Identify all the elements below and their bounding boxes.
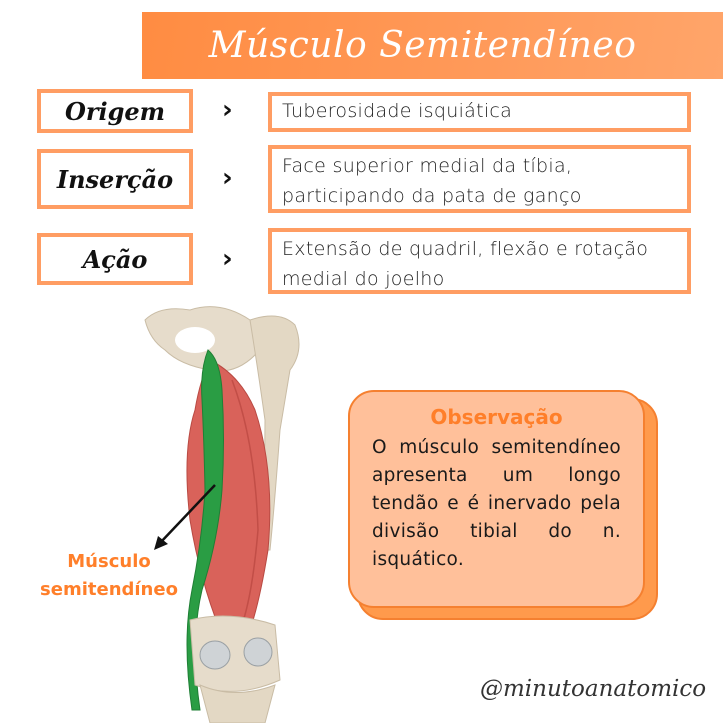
muscle-callout-label: Músculo semitendíneo (14, 548, 204, 604)
observation-card: Observação O músculo semitendíneo aprese… (348, 390, 645, 608)
chevron-right-icon: › (222, 244, 233, 274)
callout-line: Músculo (67, 551, 151, 572)
label-acao: Ação (37, 233, 193, 285)
value-line: Face superior medial da tíbia, (282, 155, 573, 177)
value-line: participando da pata de ganço (282, 185, 582, 207)
chevron-right-icon: › (222, 95, 233, 125)
label-text: Ação (82, 244, 148, 274)
author-handle: @minutoanatomico (480, 676, 707, 702)
value-line: Tuberosidade isquiática (282, 100, 513, 122)
label-text: Inserção (56, 164, 174, 194)
value-line: medial do joelho (282, 268, 445, 290)
pointer-arrow (159, 484, 216, 544)
label-text: Origem (64, 96, 166, 126)
label-insercao: Inserção (37, 149, 193, 209)
chevron-right-icon: › (222, 163, 233, 193)
thigh-muscle-illustration (144, 306, 300, 723)
title-banner: Músculo Semitendíneo (142, 12, 723, 79)
callout-line: semitendíneo (40, 579, 178, 600)
observation-body: O músculo semitendíneo apresenta um long… (372, 437, 621, 570)
page-title: Músculo Semitendíneo (208, 25, 637, 66)
value-insercao: Face superior medial da tíbia, participa… (268, 145, 691, 213)
label-origem: Origem (37, 89, 193, 133)
value-origem: Tuberosidade isquiática (268, 92, 691, 132)
value-line: Extensão de quadril, flexão e rotação (282, 238, 649, 260)
value-acao: Extensão de quadril, flexão e rotação me… (268, 228, 691, 294)
observation-title: Observação (430, 405, 563, 429)
